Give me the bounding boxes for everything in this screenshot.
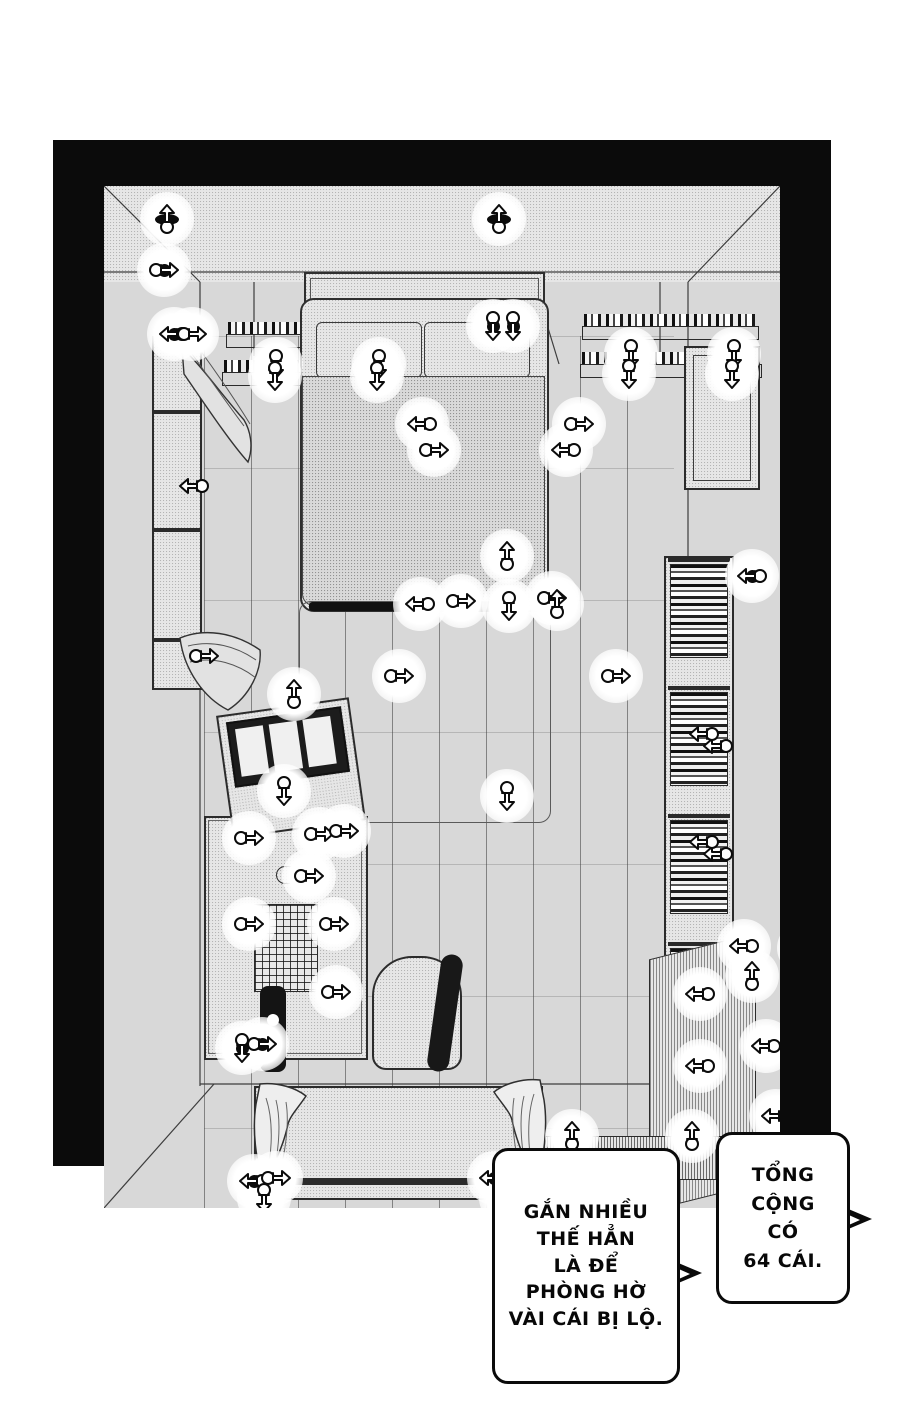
camera-marker-right[interactable] bbox=[304, 824, 334, 844]
bottom-window-sill bbox=[246, 1178, 551, 1185]
bubble-explanation: GẮN NHIỀU THẾ HẲN LÀ ĐỂ PHÒNG HỜ VÀI CÁI… bbox=[492, 1148, 680, 1384]
top-bookshelf bbox=[580, 364, 762, 378]
camera-marker-up[interactable] bbox=[682, 1121, 702, 1151]
camera-marker-down[interactable] bbox=[254, 1183, 274, 1208]
camera-marker-up[interactable] bbox=[157, 204, 177, 234]
camera-marker-right[interactable] bbox=[384, 666, 414, 686]
camera-marker-layer bbox=[104, 186, 780, 1208]
camera-marker-right[interactable] bbox=[319, 914, 349, 934]
bedroom-overhead-panel bbox=[53, 140, 831, 1208]
camera-marker-up[interactable] bbox=[562, 1121, 582, 1151]
camera-marker-up[interactable] bbox=[489, 204, 509, 234]
camera-marker-up[interactable] bbox=[547, 589, 567, 619]
ceiling bbox=[104, 186, 780, 282]
camera-marker-left[interactable] bbox=[703, 736, 733, 756]
camera-marker-right[interactable] bbox=[189, 646, 219, 666]
camera-marker-right[interactable] bbox=[177, 324, 207, 344]
camera-marker-left[interactable] bbox=[685, 1056, 715, 1076]
camera-marker-left[interactable] bbox=[407, 414, 437, 434]
camera-marker-right[interactable] bbox=[234, 914, 264, 934]
camera-marker-left[interactable] bbox=[761, 1106, 780, 1126]
camera-marker-left[interactable] bbox=[551, 440, 581, 460]
camera-marker-left[interactable] bbox=[405, 594, 435, 614]
camera-marker-left[interactable] bbox=[751, 1036, 780, 1056]
camera-marker-right[interactable] bbox=[247, 1034, 277, 1054]
camera-marker-up[interactable] bbox=[497, 541, 517, 571]
camera-marker-down[interactable] bbox=[367, 361, 387, 391]
top-bookshelf-books bbox=[584, 314, 755, 326]
bubble-total-count: TỔNG CỘNG CÓ 64 CÁI. bbox=[716, 1132, 850, 1304]
camera-marker-down[interactable] bbox=[274, 776, 294, 806]
camera-marker-down[interactable] bbox=[265, 361, 285, 391]
camera-marker-right[interactable] bbox=[321, 982, 351, 1002]
camera-marker-right[interactable] bbox=[329, 821, 359, 841]
camera-marker-right[interactable] bbox=[419, 440, 449, 460]
bubble-explanation-text: GẮN NHIỀU THẾ HẲN LÀ ĐỂ PHÒNG HỜ VÀI CÁI… bbox=[508, 1200, 664, 1331]
camera-marker-down[interactable] bbox=[232, 1033, 252, 1063]
camera-marker-right[interactable] bbox=[149, 260, 179, 280]
camera-marker-right[interactable] bbox=[234, 828, 264, 848]
camera-marker-up[interactable] bbox=[284, 679, 304, 709]
camera-marker-right[interactable] bbox=[564, 414, 594, 434]
camera-marker-right[interactable] bbox=[446, 591, 476, 611]
room-interior bbox=[104, 186, 780, 1208]
camera-marker-down[interactable] bbox=[497, 781, 517, 811]
camera-marker-down[interactable] bbox=[619, 359, 639, 389]
bubble-total-count-text: TỔNG CỘNG CÓ 64 CÁI. bbox=[743, 1164, 823, 1272]
camera-marker-glow bbox=[777, 921, 780, 975]
camera-marker-left[interactable] bbox=[703, 844, 733, 864]
camera-marker-left[interactable] bbox=[179, 476, 209, 496]
camera-marker-left[interactable] bbox=[689, 724, 719, 744]
camera-marker-up[interactable] bbox=[742, 961, 762, 991]
left-window[interactable] bbox=[152, 336, 202, 690]
camera-marker-down[interactable] bbox=[499, 591, 519, 621]
camera-marker-right[interactable] bbox=[294, 866, 324, 886]
camera-marker-down[interactable] bbox=[483, 311, 503, 341]
camera-marker-down[interactable] bbox=[503, 311, 523, 341]
camera-marker-right[interactable] bbox=[601, 666, 631, 686]
camera-marker-left[interactable] bbox=[685, 984, 715, 1004]
camera-marker-left[interactable] bbox=[737, 566, 767, 586]
camera-marker-right[interactable] bbox=[261, 1168, 291, 1188]
books bbox=[670, 564, 728, 658]
camera-marker-left[interactable] bbox=[689, 832, 719, 852]
camera-marker-left[interactable] bbox=[729, 936, 759, 956]
camera-marker-down[interactable] bbox=[722, 359, 742, 389]
